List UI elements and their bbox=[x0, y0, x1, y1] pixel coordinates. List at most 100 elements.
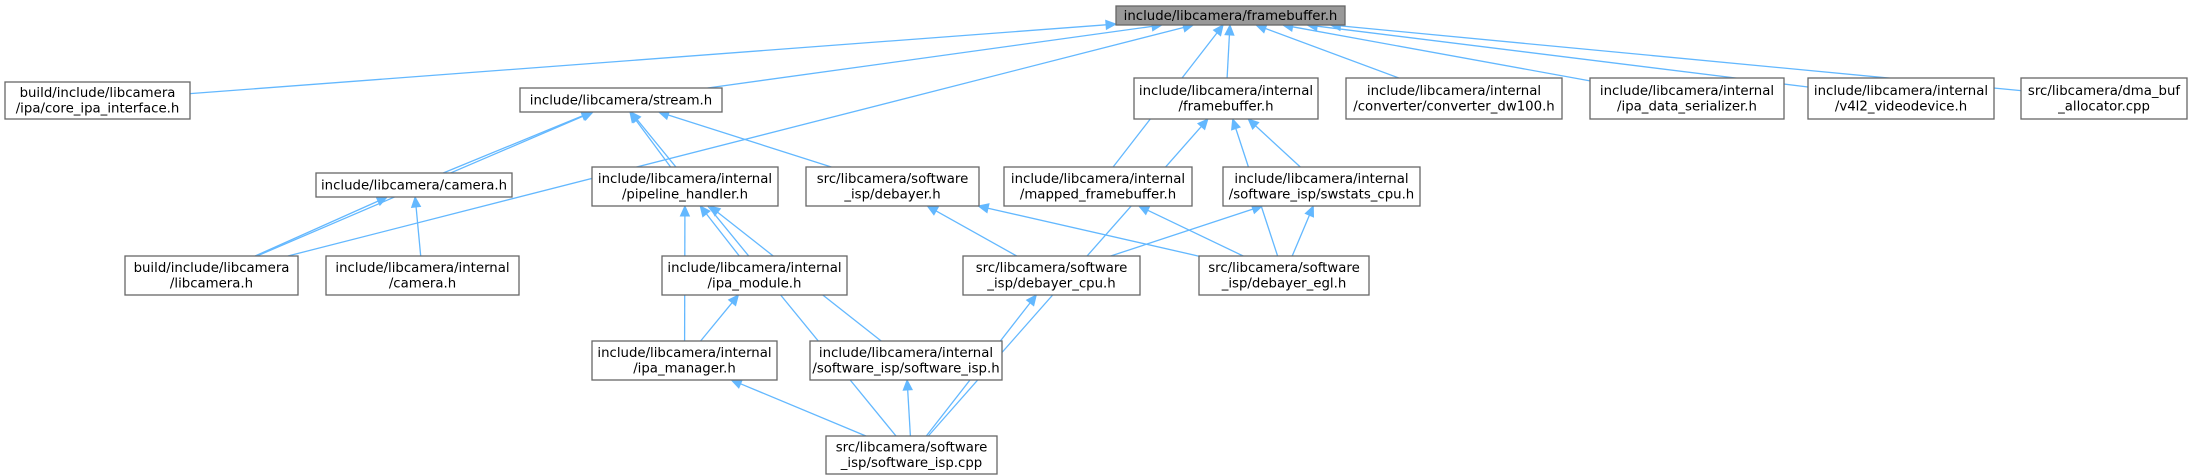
node-label: _allocator.cpp bbox=[2057, 100, 2150, 115]
node-ipa_manager[interactable]: include/libcamera/internal/ipa_manager.h bbox=[591, 340, 778, 381]
node-box[interactable] bbox=[315, 172, 513, 198]
node-pipeline[interactable]: include/libcamera/internal/pipeline_hand… bbox=[591, 166, 779, 207]
node-label: src/libcamera/software bbox=[976, 261, 1128, 276]
node-debayer_cpu[interactable]: src/libcamera/software_isp/debayer_cpu.h bbox=[962, 255, 1141, 296]
node-label: include/libcamera/internal bbox=[1600, 84, 1774, 99]
edge-internal_fb-includes-framebuffer bbox=[1224, 23, 1235, 79]
edge-ipa_module-includes-pipeline bbox=[699, 205, 740, 257]
node-label: include/libcamera/internal bbox=[597, 346, 771, 361]
edge-line bbox=[1265, 27, 1400, 79]
node-sw_isp_h[interactable]: include/libcamera/internal/software_isp/… bbox=[809, 340, 1003, 381]
node-label: include/libcamera/internal bbox=[1011, 172, 1185, 187]
node-box[interactable] bbox=[805, 166, 980, 207]
node-box[interactable] bbox=[1807, 77, 1995, 120]
node-box[interactable] bbox=[809, 340, 1003, 381]
edge-arrowhead bbox=[1304, 204, 1315, 218]
node-label: /ipa_manager.h bbox=[633, 362, 736, 377]
node-box[interactable] bbox=[325, 255, 520, 296]
node-core_ipa[interactable]: build/include/libcamera/ipa/core_ipa_int… bbox=[4, 81, 191, 120]
edge-line bbox=[668, 114, 832, 168]
node-mapped_fb[interactable]: include/libcamera/internal/mapped_frameb… bbox=[1003, 166, 1193, 207]
node-box[interactable] bbox=[1115, 5, 1346, 26]
node-stream[interactable]: include/libcamera/stream.h bbox=[519, 87, 723, 113]
node-sw_isp_cpp[interactable]: src/libcamera/software_isp/software_isp.… bbox=[825, 435, 998, 475]
edge-line bbox=[254, 200, 379, 257]
node-box[interactable] bbox=[1222, 166, 1421, 207]
edge-arrowhead bbox=[1196, 118, 1209, 131]
node-label: include/libcamera/internal bbox=[667, 261, 841, 276]
node-label: include/libcamera/internal bbox=[1234, 172, 1408, 187]
edge-line bbox=[907, 389, 912, 437]
edge-line bbox=[1110, 208, 1254, 257]
node-label: /framebuffer.h bbox=[1178, 100, 1273, 115]
edge-line bbox=[442, 115, 583, 174]
node-ipa_module[interactable]: include/libcamera/internal/ipa_module.h bbox=[661, 255, 848, 296]
node-label: build/include/libcamera bbox=[20, 86, 176, 101]
edge-stream-includes-framebuffer bbox=[707, 21, 1164, 89]
node-label: src/libcamera/software bbox=[817, 172, 969, 187]
edge-line bbox=[1317, 25, 1809, 88]
edge-line bbox=[287, 26, 1184, 257]
node-label: include/libcamera/internal bbox=[1814, 84, 1988, 99]
node-debayer_egl[interactable]: src/libcamera/software_isp/debayer_egl.h bbox=[1198, 255, 1370, 296]
node-box[interactable] bbox=[591, 166, 779, 207]
node-box[interactable] bbox=[962, 255, 1141, 296]
node-label: /v4l2_videodevice.h bbox=[1835, 100, 1967, 115]
edge-line bbox=[415, 206, 422, 257]
edge-line bbox=[705, 213, 740, 257]
edge-line bbox=[987, 207, 1200, 257]
node-label: include/libcamera/stream.h bbox=[530, 93, 712, 108]
node-camera_h[interactable]: include/libcamera/camera.h bbox=[315, 172, 513, 198]
edge-conv_dw100-includes-framebuffer bbox=[1254, 23, 1400, 79]
node-conv_dw100[interactable]: include/libcamera/internal/converter/con… bbox=[1345, 77, 1563, 120]
edge-line bbox=[635, 119, 672, 168]
edge-arrowhead bbox=[1231, 117, 1241, 131]
edge-line bbox=[1226, 34, 1231, 79]
node-label: include/libcamera/internal bbox=[1139, 84, 1313, 99]
edge-camera_h-includes-stream bbox=[442, 111, 593, 174]
node-v4l2[interactable]: include/libcamera/internal/v4l2_videodev… bbox=[1807, 77, 1995, 120]
edge-sw_isp_cpp-includes-ipa_manager bbox=[730, 379, 867, 437]
node-box[interactable] bbox=[1345, 77, 1563, 120]
node-label: _isp/debayer.h bbox=[843, 188, 940, 203]
node-framebuffer[interactable]: include/libcamera/framebuffer.h bbox=[1115, 5, 1346, 26]
edge-line bbox=[1291, 214, 1310, 257]
edge-arrowhead bbox=[1224, 23, 1235, 36]
node-box[interactable] bbox=[124, 255, 299, 296]
edge-arrowhead bbox=[926, 205, 940, 216]
edge-arrowhead bbox=[730, 379, 744, 389]
node-box[interactable] bbox=[4, 81, 191, 120]
node-box[interactable] bbox=[1003, 166, 1193, 207]
node-box[interactable] bbox=[1133, 77, 1319, 120]
node-box[interactable] bbox=[591, 340, 778, 381]
node-box[interactable] bbox=[519, 87, 723, 113]
node-box[interactable] bbox=[825, 435, 998, 475]
node-dmabuf[interactable]: src/libcamera/dma_buf_allocator.cpp bbox=[2020, 77, 2188, 120]
node-debayer[interactable]: src/libcamera/software_isp/debayer.h bbox=[805, 166, 980, 207]
edge-line bbox=[707, 25, 1153, 89]
node-label: /libcamera.h bbox=[170, 277, 253, 292]
node-libcamera_h[interactable]: build/include/libcamera/libcamera.h bbox=[124, 255, 299, 296]
node-label: src/libcamera/software bbox=[1208, 261, 1360, 276]
edge-line bbox=[1255, 125, 1301, 168]
node-int_camera[interactable]: include/libcamera/internal/camera.h bbox=[325, 255, 520, 296]
node-label: _isp/debayer_cpu.h bbox=[986, 277, 1115, 292]
node-label: include/libcamera/internal bbox=[598, 172, 772, 187]
node-box[interactable] bbox=[1589, 77, 1785, 120]
node-label: /pipeline_handler.h bbox=[622, 188, 748, 203]
edge-arrowhead bbox=[630, 111, 642, 124]
node-label: include/libcamera/framebuffer.h bbox=[1124, 9, 1338, 24]
node-box[interactable] bbox=[661, 255, 848, 296]
node-ipa_ser[interactable]: include/libcamera/internal/ipa_data_seri… bbox=[1589, 77, 1785, 120]
edge-debayer_cpu-includes-debayer bbox=[926, 205, 1018, 257]
node-box[interactable] bbox=[2020, 77, 2188, 120]
edge-line bbox=[1147, 209, 1244, 257]
node-label: /software_isp/swstats_cpu.h bbox=[1229, 188, 1415, 203]
edge-int_camera-includes-camera_h bbox=[410, 195, 422, 257]
node-box[interactable] bbox=[1198, 255, 1370, 296]
edge-arrowhead bbox=[1025, 294, 1038, 307]
node-swstats[interactable]: include/libcamera/internal/software_isp/… bbox=[1222, 166, 1421, 207]
edge-arrowhead bbox=[679, 204, 691, 217]
node-internal_fb[interactable]: include/libcamera/internal/framebuffer.h bbox=[1133, 77, 1319, 120]
